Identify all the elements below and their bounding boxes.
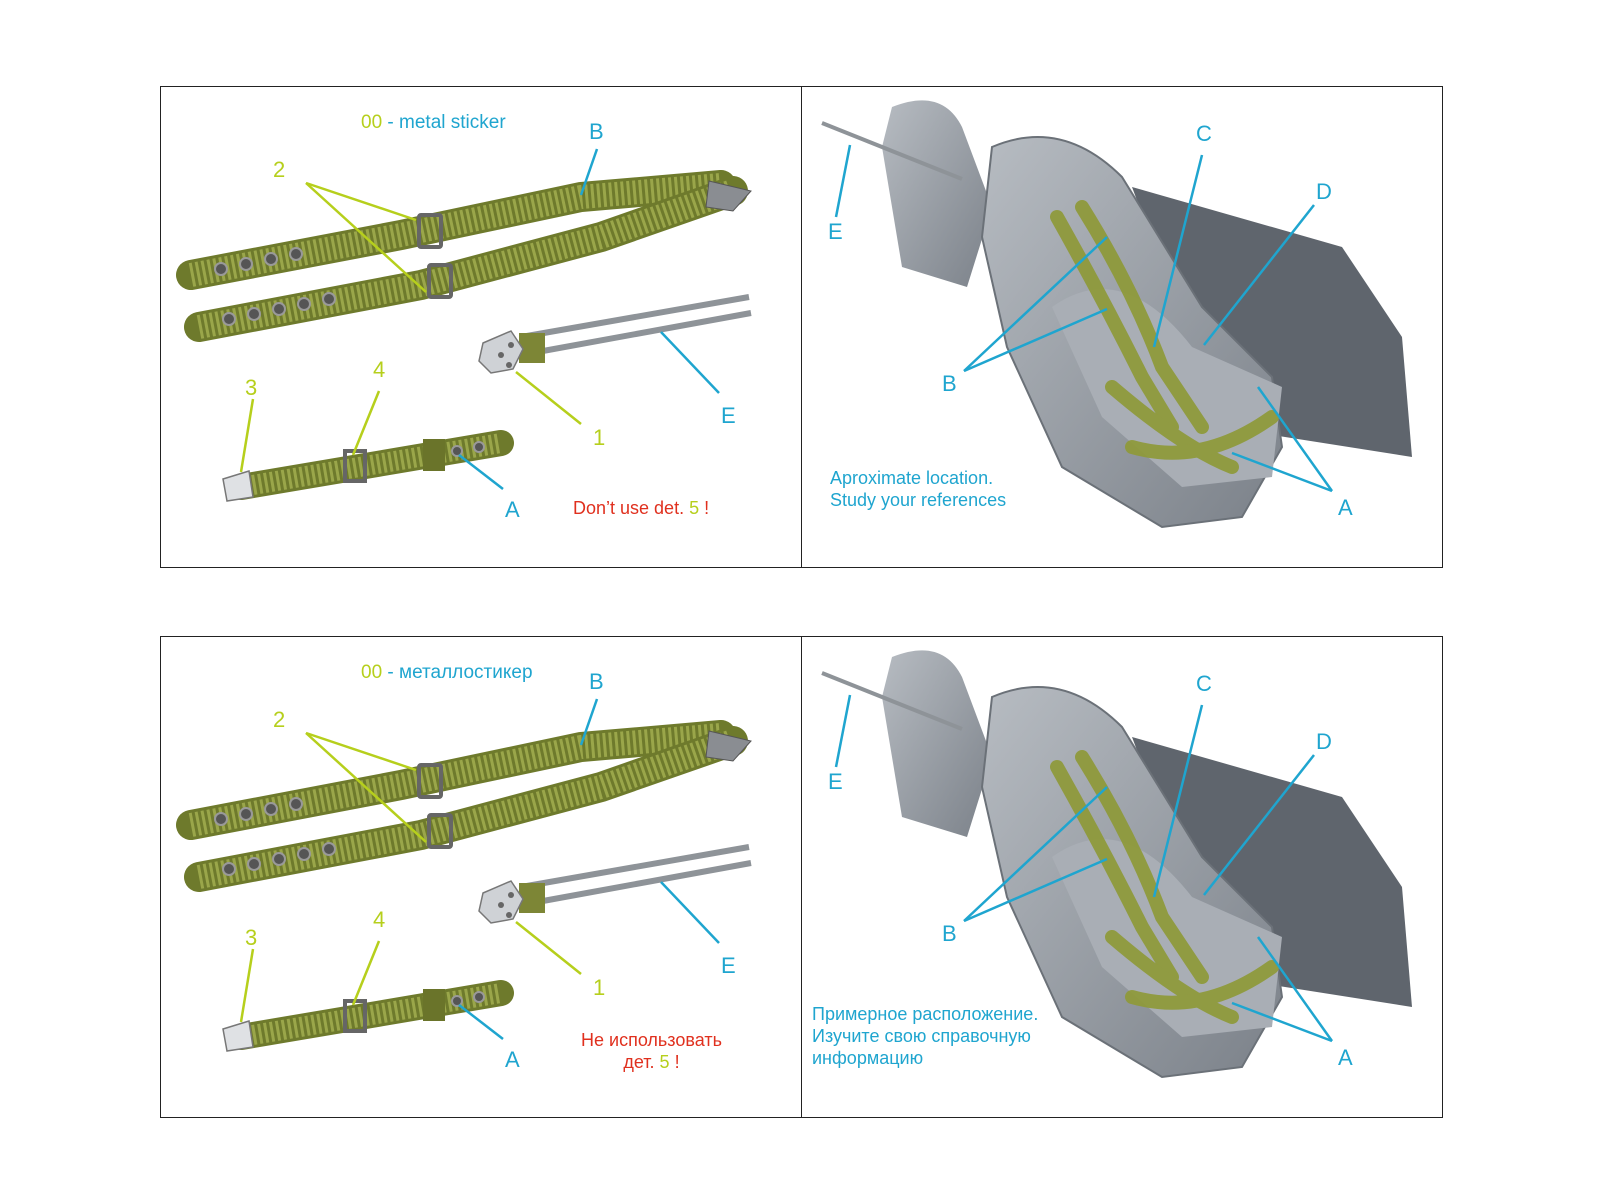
rod-e-upper [520,844,750,890]
label-d: D [1316,179,1332,204]
seat-drawing [821,650,1412,1079]
label-1: 1 [593,425,606,450]
leader-b [579,698,599,746]
leader-1 [515,371,582,425]
label-e: E [721,403,736,428]
strap-a-lap-2 [1125,410,1279,460]
label-3: 3 [245,925,258,950]
buckle-2-upper [417,213,443,249]
sticker-sep: - [382,112,400,133]
leader-2 [305,181,417,222]
side-console [1132,737,1412,1007]
label-e: E [721,953,736,978]
buckle-2-lower [427,263,453,299]
sticker-label: металлостикер [399,662,533,683]
leader-b1 [963,236,1108,372]
label-a: A [1338,1045,1353,1070]
right-panel-1: C D E B A Aproximate location. Study you… [801,86,1443,568]
sticker-code: 00 [361,662,383,683]
belt-parts-drawing [176,148,752,502]
leader-d [1203,204,1315,346]
strap-b-shoulder-right [1075,750,1209,984]
leader-b [579,148,599,196]
sticker-label: metal sticker [399,112,506,133]
leader-4 [351,940,381,1006]
leader-2 [305,731,417,772]
hook-3 [222,470,254,502]
leader-a1 [1256,386,1334,492]
sticker-caption: 00 - металлостикер [361,663,533,682]
label-e: E [828,769,843,794]
label-b: B [942,371,957,396]
strap-a-lap-2 [1125,960,1279,1010]
seat-frame [882,100,992,287]
strap-b-shoulder-left [1050,760,1179,984]
sticker-code: 00 [361,112,383,133]
strap-b-shoulder-right [1075,200,1209,434]
rod-e-lower [520,310,752,358]
leader-a [458,454,504,490]
warning-num: 5 [659,1052,670,1072]
leader-b1 [963,786,1108,922]
leader-e [834,694,852,768]
label-d: D [1316,729,1332,754]
location-note: Примерное расположение. Изучите свою спр… [812,1004,1039,1068]
left-panel-1: 00 - metal sticker B 2 3 4 1 E A Don’t u… [160,86,802,568]
leader-e [834,144,852,218]
label-b: B [589,119,604,144]
strap-a-lap [1105,380,1239,474]
warning-text: Don’t use det. 5 ! [573,498,710,518]
label-e: E [828,219,843,244]
location-note: Aproximate location. Study your referenc… [830,468,1007,510]
right-panel-2: C D E B A Примерное расположение. Изучит… [801,636,1443,1118]
left-panel-2: 00 - металлостикер B 2 3 4 1 E A Не испо… [160,636,802,1118]
leader-c [1152,154,1204,348]
leader-4 [351,390,381,456]
seat-frame [882,650,992,837]
buckle-2-upper [417,763,443,799]
warning-num: 5 [689,498,700,518]
label-a: A [1338,495,1353,520]
leader-e [660,331,720,394]
strap-b-tip [705,180,752,212]
label-4: 4 [373,907,386,932]
leader-d [1203,754,1315,896]
hook-3 [222,1020,254,1052]
label-a: A [505,1047,520,1072]
label-b: B [942,921,957,946]
sticker-caption: 00 - metal sticker [361,113,506,132]
strap-b-shoulder-left [1050,210,1179,434]
warning-text: Не использовать дет. 5 ! [581,1030,722,1072]
label-2: 2 [273,157,286,182]
buckle-2-lower [427,813,453,849]
rod-e [821,121,963,181]
label-c: C [1196,671,1212,696]
leader-a1 [1256,936,1334,1042]
sticker-sep: - [382,662,400,683]
belt-parts-drawing [176,698,752,1052]
label-b: B [589,669,604,694]
leader-3 [239,948,255,1023]
seat-drawing [821,100,1412,529]
side-console [1132,187,1412,457]
label-3: 3 [245,375,258,400]
label-2: 2 [273,707,286,732]
strap-a-lap [1105,930,1239,1024]
leader-a [458,1004,504,1040]
label-1: 1 [593,975,606,1000]
rod-e-upper [520,294,750,340]
label-a: A [505,497,520,522]
label-4: 4 [373,357,386,382]
leader-e [660,881,720,944]
leader-c [1152,704,1204,898]
strap-b-tip [705,730,752,762]
rod-e [821,671,963,731]
leader-1 [515,921,582,975]
label-c: C [1196,121,1212,146]
leader-3 [239,398,255,473]
rod-e-lower [520,860,752,908]
